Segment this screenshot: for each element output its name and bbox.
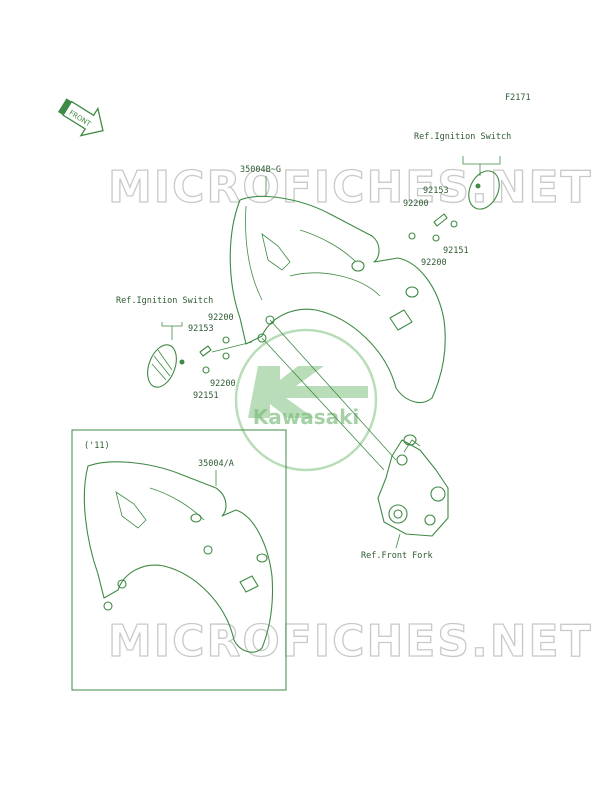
- label-l-92200-a: 92200: [208, 313, 234, 323]
- front-fender-main: [229, 195, 446, 403]
- label-r-92151: 92151: [443, 246, 469, 256]
- fastener-left-set: [199, 336, 230, 374]
- fastener-right-set: [408, 213, 458, 242]
- label-l-92200-b: 92200: [210, 379, 236, 389]
- label-r-92200-a: 92200: [403, 199, 429, 209]
- label-r-92153: 92153: [423, 186, 449, 196]
- front-arrow-icon: FRONT: [58, 98, 104, 137]
- label-l-92153: 92153: [188, 324, 214, 334]
- watermark-top: MICROFICHES.NET: [108, 162, 593, 213]
- kawasaki-logo: Kawasaki: [234, 328, 378, 472]
- label-l-92151: 92151: [193, 391, 219, 401]
- logo-text: Kawasaki: [253, 405, 360, 429]
- front-fork-bracket: [377, 434, 449, 537]
- label-inset-fender: 35004/A: [198, 459, 234, 469]
- label-ref-ignition-left: Ref.Ignition Switch: [116, 296, 213, 306]
- label-r-92200-b: 92200: [421, 258, 447, 268]
- reflector-right: [468, 170, 500, 210]
- inset-year-label: ('11): [84, 441, 110, 451]
- label-main-fender: 35004B~G: [240, 165, 281, 175]
- reflector-left: [147, 344, 185, 388]
- label-ref-front-fork: Ref.Front Fork: [361, 551, 433, 561]
- figure-code: F2171: [505, 93, 531, 103]
- watermark-bottom: MICROFICHES.NET: [108, 616, 593, 667]
- label-ref-ignition-right: Ref.Ignition Switch: [414, 132, 511, 142]
- inset-frame: [71, 429, 287, 691]
- front-fender-2011: [83, 461, 274, 653]
